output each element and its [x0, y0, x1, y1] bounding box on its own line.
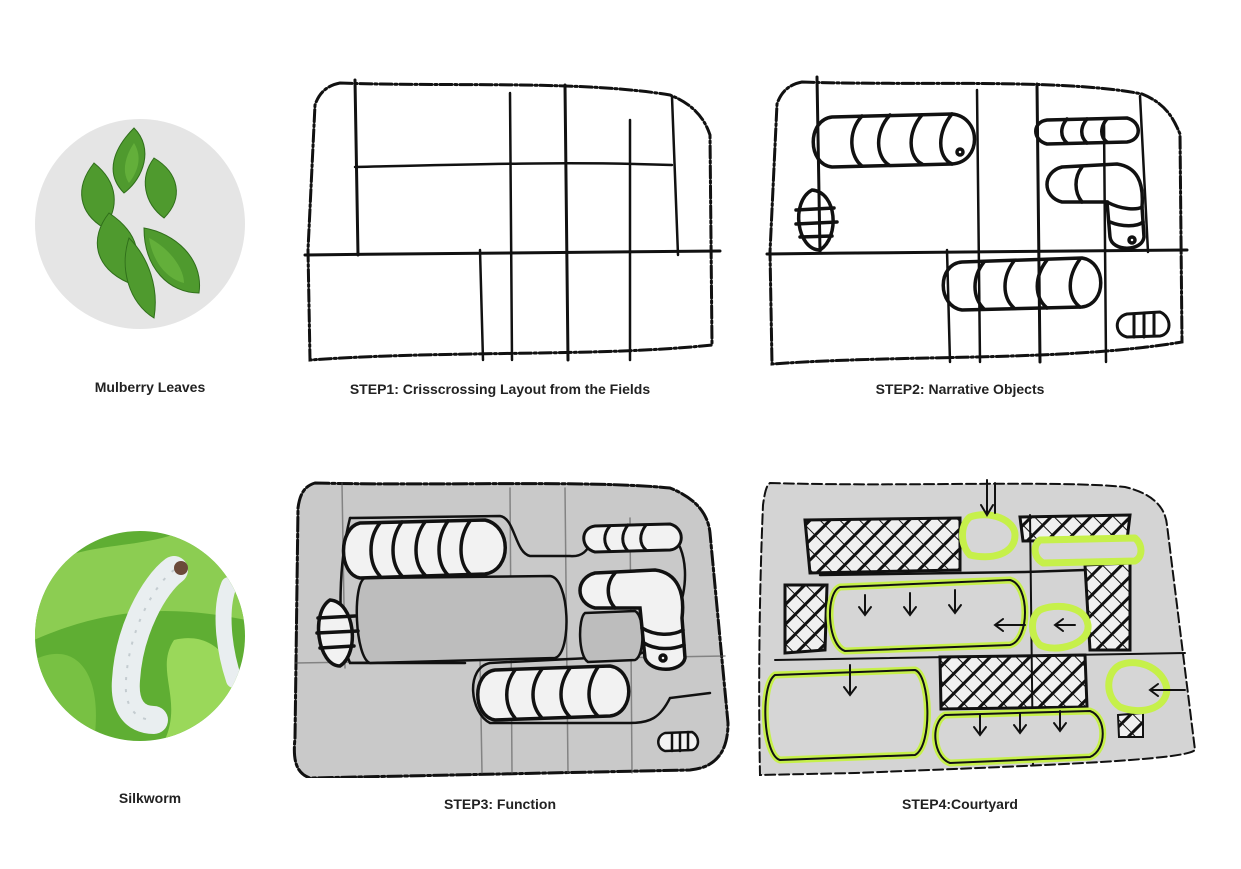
step3-caption: STEP3: Function: [444, 796, 556, 812]
step2-caption: STEP2: Narrative Objects: [875, 381, 1045, 397]
step4-sketch: [755, 475, 1201, 780]
step1-caption: STEP1: Crisscrossing Layout from the Fie…: [349, 381, 651, 397]
mulberry-leaves-photo: [34, 118, 246, 330]
silkworm-photo: [34, 530, 246, 742]
mulberry-leaves-caption: Mulberry Leaves: [94, 379, 206, 395]
step3-sketch: [290, 478, 730, 778]
step4-caption: STEP4:Courtyard: [902, 796, 1018, 812]
step2-sketch: [762, 72, 1197, 370]
silkworm-caption: Silkworm: [118, 790, 182, 806]
step1-sketch: [300, 75, 725, 370]
